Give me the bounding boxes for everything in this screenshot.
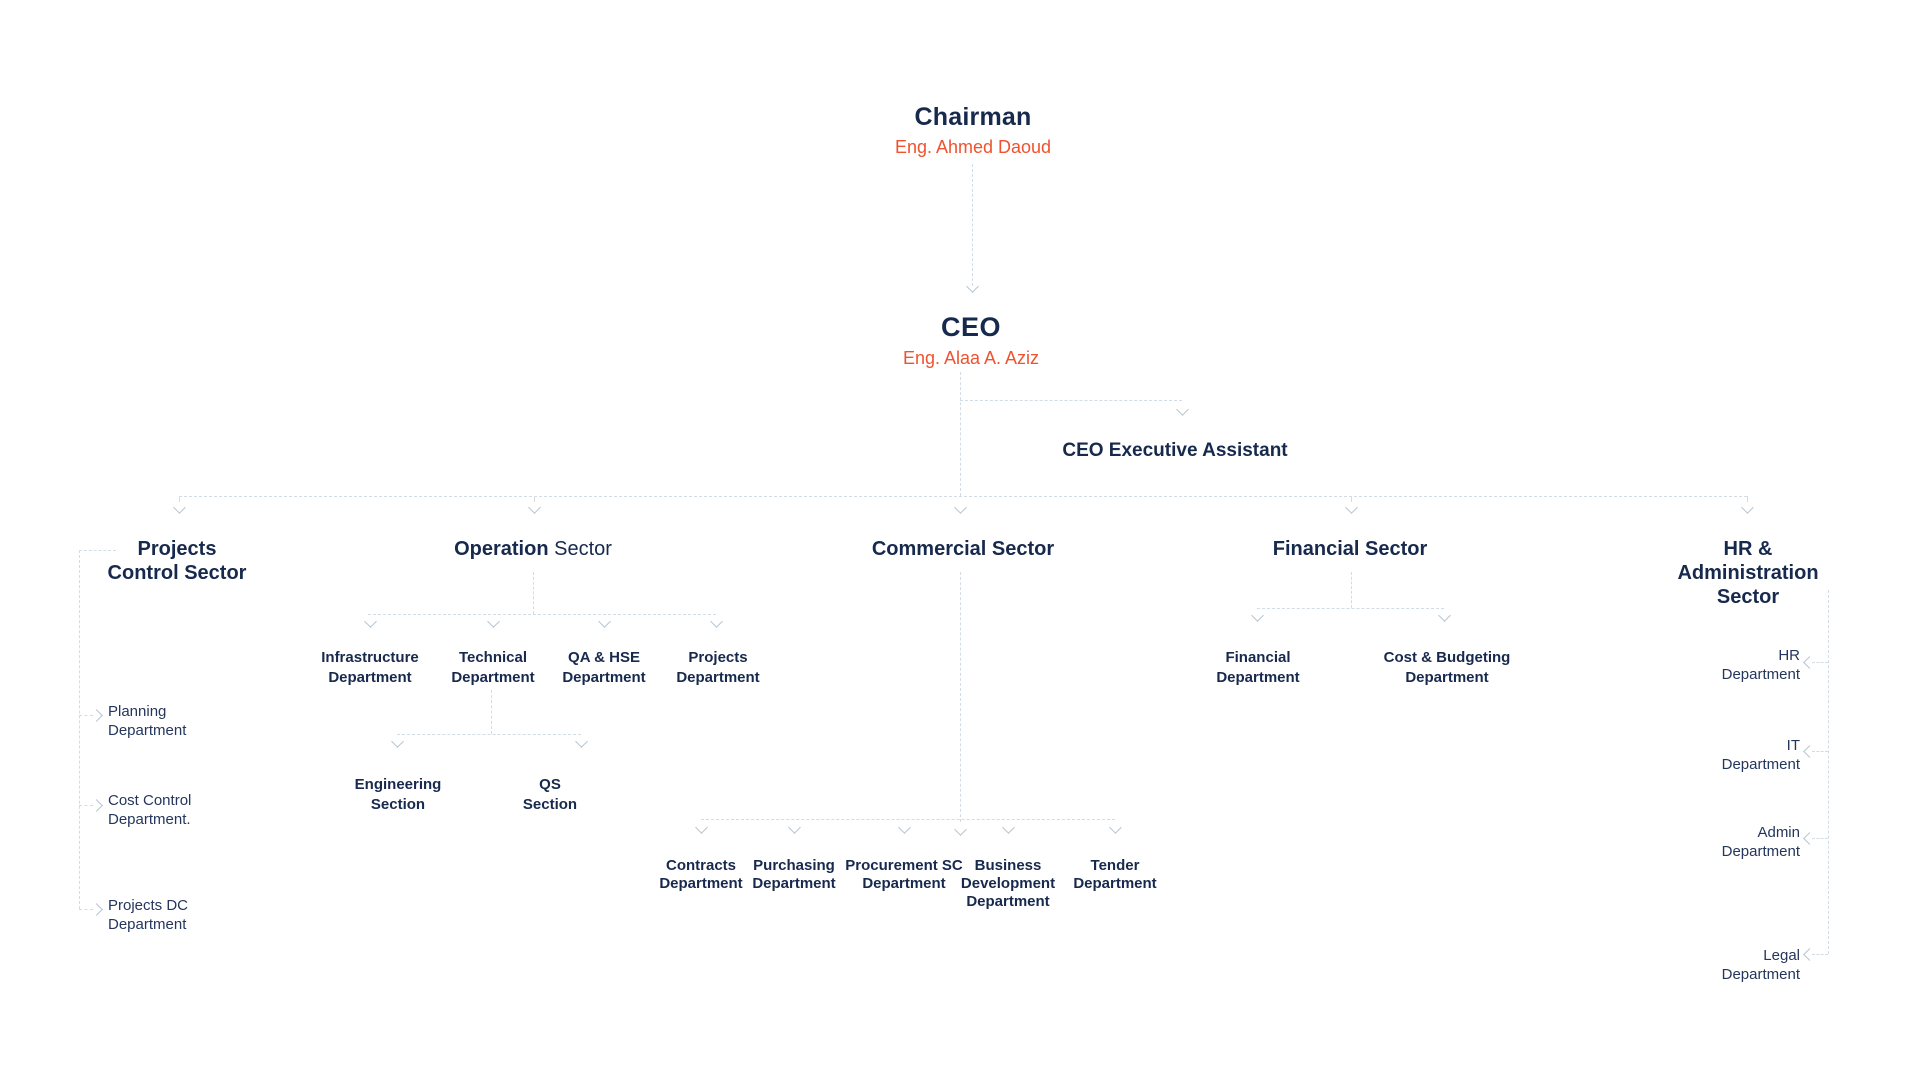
dept-infrastructure: Infrastructure Department <box>321 649 419 686</box>
arrow-down-icon <box>391 735 404 748</box>
dept-it: IT Department <box>1721 737 1800 773</box>
dept-tender: Tender Department <box>1073 857 1157 892</box>
connector-branch <box>79 715 93 716</box>
connector-branch <box>1812 954 1828 955</box>
arrow-down-icon <box>695 821 708 834</box>
connector-drop <box>179 496 180 502</box>
connector-operation-drop <box>533 572 534 614</box>
arrow-down-icon <box>710 615 723 628</box>
connector-commercial-drop <box>960 572 961 822</box>
connector-financial-line <box>1257 608 1444 609</box>
connector-commercial-line <box>701 819 1115 820</box>
connector-projects-control-rail <box>79 550 80 909</box>
sector-label-commercial: Commercial Sector <box>871 538 1055 560</box>
connector-drop <box>1747 496 1748 502</box>
ceo-name: Eng. Alaa A. Aziz <box>902 348 1040 368</box>
sector-label-hr-admin: HR & Administration Sector <box>1677 538 1819 608</box>
sector-label-operation: Operation Sector <box>454 537 612 561</box>
arrow-down-icon <box>364 615 377 628</box>
connector-exec-assistant <box>960 400 1182 401</box>
arrow-down-icon <box>598 615 611 628</box>
dept-hr: HR Department <box>1721 647 1800 683</box>
sector-label-financial: Financial Sector <box>1272 538 1428 560</box>
connector-branch <box>79 805 93 806</box>
arrow-down-icon <box>173 501 186 514</box>
connector-drop <box>534 496 535 502</box>
arrow-left-icon <box>1803 745 1816 758</box>
connector-financial-drop <box>1351 572 1352 608</box>
arrow-left-icon <box>1803 948 1816 961</box>
ceo-title: CEO <box>940 312 1002 342</box>
sector-label-operation-regular: Sector <box>548 538 612 560</box>
dept-business-development: Business Development Department <box>960 857 1056 910</box>
dept-projects: Projects Department <box>676 649 760 686</box>
arrow-down-icon <box>1109 821 1122 834</box>
arrow-down-icon <box>954 823 967 836</box>
arrow-down-icon <box>954 501 967 514</box>
section-qs: QS Section <box>522 776 578 813</box>
arrow-right-icon <box>90 799 103 812</box>
arrow-down-icon <box>1002 821 1015 834</box>
section-engineering: Engineering Section <box>354 776 442 813</box>
dept-admin: Admin Department <box>1721 824 1800 860</box>
arrow-down-icon <box>528 501 541 514</box>
dept-purchasing: Purchasing Department <box>752 857 836 892</box>
dept-planning: Planning Department <box>108 703 187 739</box>
arrow-right-icon <box>90 903 103 916</box>
arrow-right-icon <box>90 709 103 722</box>
connector-technical-line <box>397 734 581 735</box>
connector-drop <box>1351 496 1352 502</box>
chairman-name: Eng. Ahmed Daoud <box>894 137 1052 157</box>
connector-hr-rail <box>1828 590 1829 954</box>
arrow-down-icon <box>1251 609 1264 622</box>
arrow-down-icon <box>1438 609 1451 622</box>
arrow-down-icon <box>898 821 911 834</box>
arrow-down-icon <box>575 735 588 748</box>
connector-ceo-trunk <box>960 372 961 496</box>
arrow-down-icon <box>1741 501 1754 514</box>
arrow-down-icon <box>1345 501 1358 514</box>
connector-main-line <box>179 496 1747 497</box>
connector-branch <box>1812 662 1828 663</box>
dept-cost-control: Cost Control Department. <box>108 792 192 828</box>
arrow-down-icon <box>966 280 979 293</box>
dept-legal: Legal Department <box>1721 947 1800 983</box>
sector-label-projects-control: Projects Control Sector <box>107 538 247 584</box>
arrow-left-icon <box>1803 832 1816 845</box>
dept-contracts: Contracts Department <box>659 857 743 892</box>
ceo-executive-assistant-label: CEO Executive Assistant <box>1062 440 1288 461</box>
connector-chairman-ceo <box>972 164 973 286</box>
arrow-down-icon <box>1176 403 1189 416</box>
connector-technical-drop <box>491 690 492 734</box>
sector-label-operation-bold: Operation <box>454 538 549 560</box>
connector-projects-control-stub <box>79 550 116 551</box>
dept-procurement-sc: Procurement SC Department <box>845 857 963 892</box>
arrow-down-icon <box>788 821 801 834</box>
dept-technical: Technical Department <box>451 649 535 686</box>
connector-branch <box>1812 838 1828 839</box>
arrow-left-icon <box>1803 656 1816 669</box>
dept-projects-dc: Projects DC Department <box>108 897 189 933</box>
connector-branch <box>79 909 93 910</box>
dept-cost-budgeting: Cost & Budgeting Department <box>1383 649 1511 686</box>
arrow-down-icon <box>487 615 500 628</box>
connector-operation-line <box>368 614 716 615</box>
connector-branch <box>1812 751 1828 752</box>
dept-financial: Financial Department <box>1216 649 1300 686</box>
chairman-title: Chairman <box>914 103 1032 131</box>
dept-qa-hse: QA & HSE Department <box>562 649 646 686</box>
